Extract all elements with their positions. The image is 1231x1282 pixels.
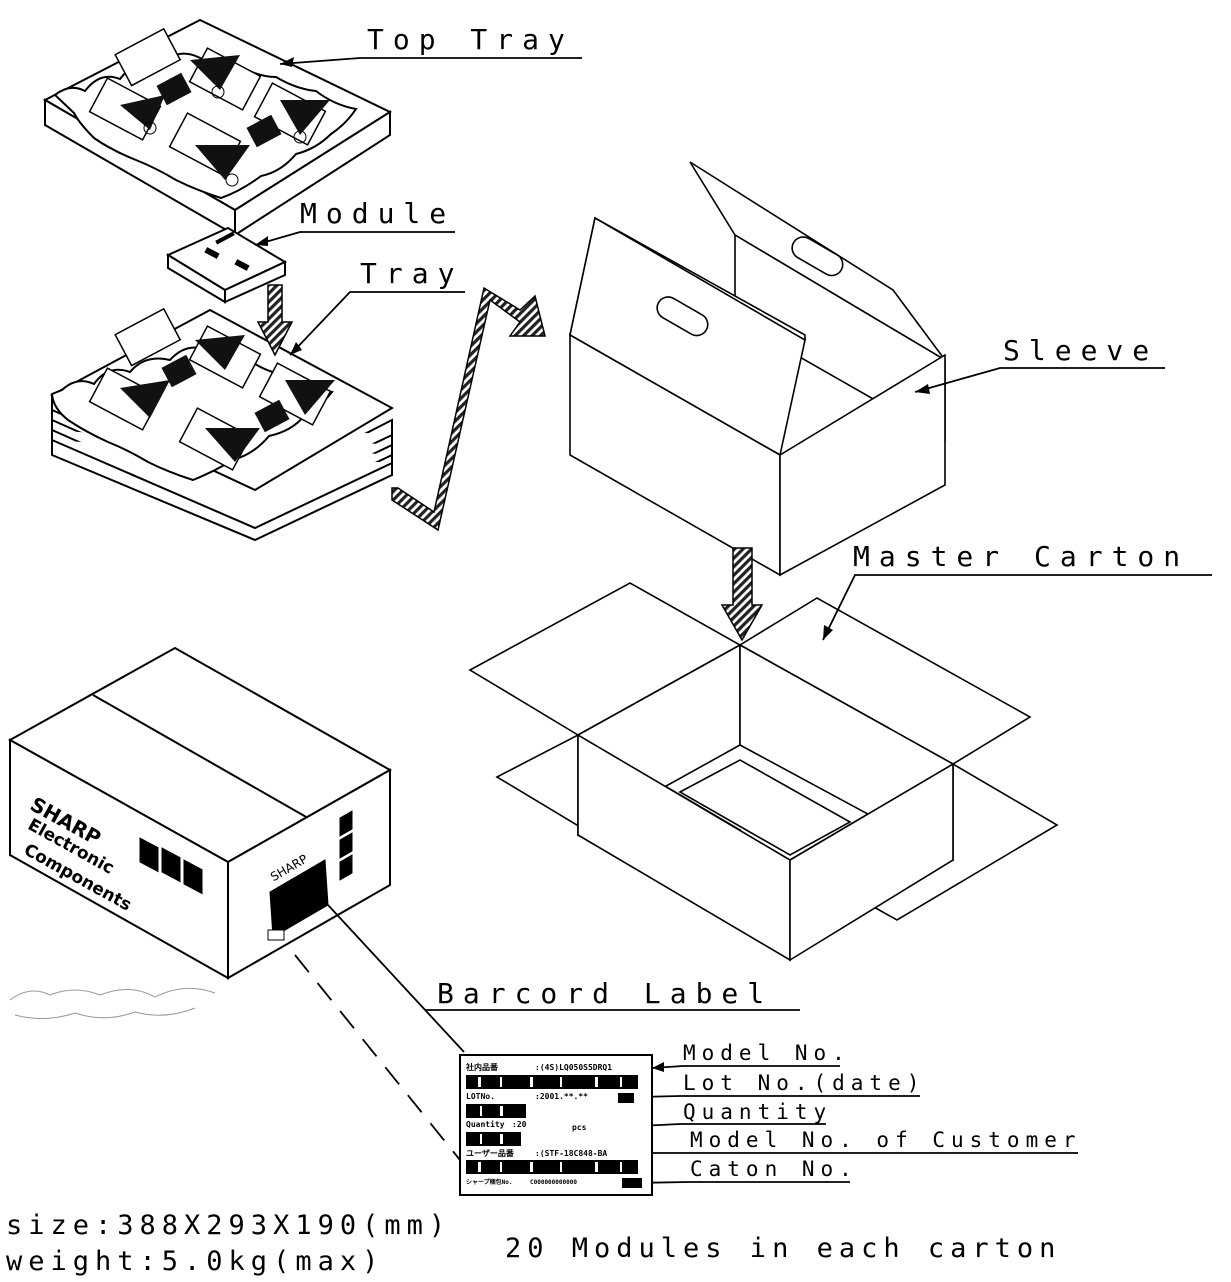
label-sleeve: Sleeve xyxy=(1003,334,1159,367)
label-barcord-label: Barcord Label xyxy=(437,977,774,1010)
label-row1-value: :(4S)LQ050S5DRQ1 xyxy=(535,1063,613,1072)
scan-smudge xyxy=(9,987,216,1019)
master-carton-drawing xyxy=(468,582,1059,962)
label-row5-value: C000000000000 xyxy=(530,1179,577,1186)
label-top-tray: Top Tray xyxy=(367,23,574,56)
label-row3-value: :20 xyxy=(512,1120,527,1129)
label-row2-value: :2001.**.** xyxy=(535,1092,588,1101)
label-row4-value: :(STF-18C848-BA xyxy=(535,1149,608,1158)
label-row2-key: LOTNo. xyxy=(466,1092,495,1101)
zigzag-arrow xyxy=(391,286,546,532)
down-arrow-sleeve xyxy=(720,547,764,642)
carton-handling-marks xyxy=(139,810,353,941)
barcode-label-detail xyxy=(459,1054,653,1196)
footer-weight: weight:5.0kg(max) xyxy=(6,1246,385,1277)
label-lot-no: Lot No.(date) xyxy=(683,1071,926,1095)
label-model-no: Model No. xyxy=(683,1041,851,1065)
label-row3-unit: pcs xyxy=(572,1123,587,1132)
label-tray: Tray xyxy=(360,257,464,290)
footer-size: size:388X293X190(mm) xyxy=(6,1210,452,1241)
label-caton-no: Caton No. xyxy=(690,1157,858,1181)
sleeve-drawing xyxy=(569,161,946,577)
tray-stack-drawing xyxy=(49,307,395,542)
module-drawing xyxy=(165,226,288,304)
top-tray-drawing xyxy=(42,18,393,237)
label-row3-key: Quantity xyxy=(466,1120,505,1129)
down-arrow-module xyxy=(256,284,294,357)
footer-modules: 20 Modules in each carton xyxy=(505,1233,1062,1264)
label-module: Module xyxy=(300,197,456,230)
label-quantity: Quantity xyxy=(683,1100,833,1124)
label-master-carton: Master Carton xyxy=(853,540,1190,573)
label-callout-lines xyxy=(294,904,465,1161)
label-row5-key: シャープ梱包No. xyxy=(466,1179,513,1186)
label-row1-key: 社内品番 xyxy=(466,1063,498,1072)
label-row4-key: ユーザー品番 xyxy=(466,1149,514,1158)
label-model-no-customer: Model No. of Customer xyxy=(690,1128,1082,1152)
